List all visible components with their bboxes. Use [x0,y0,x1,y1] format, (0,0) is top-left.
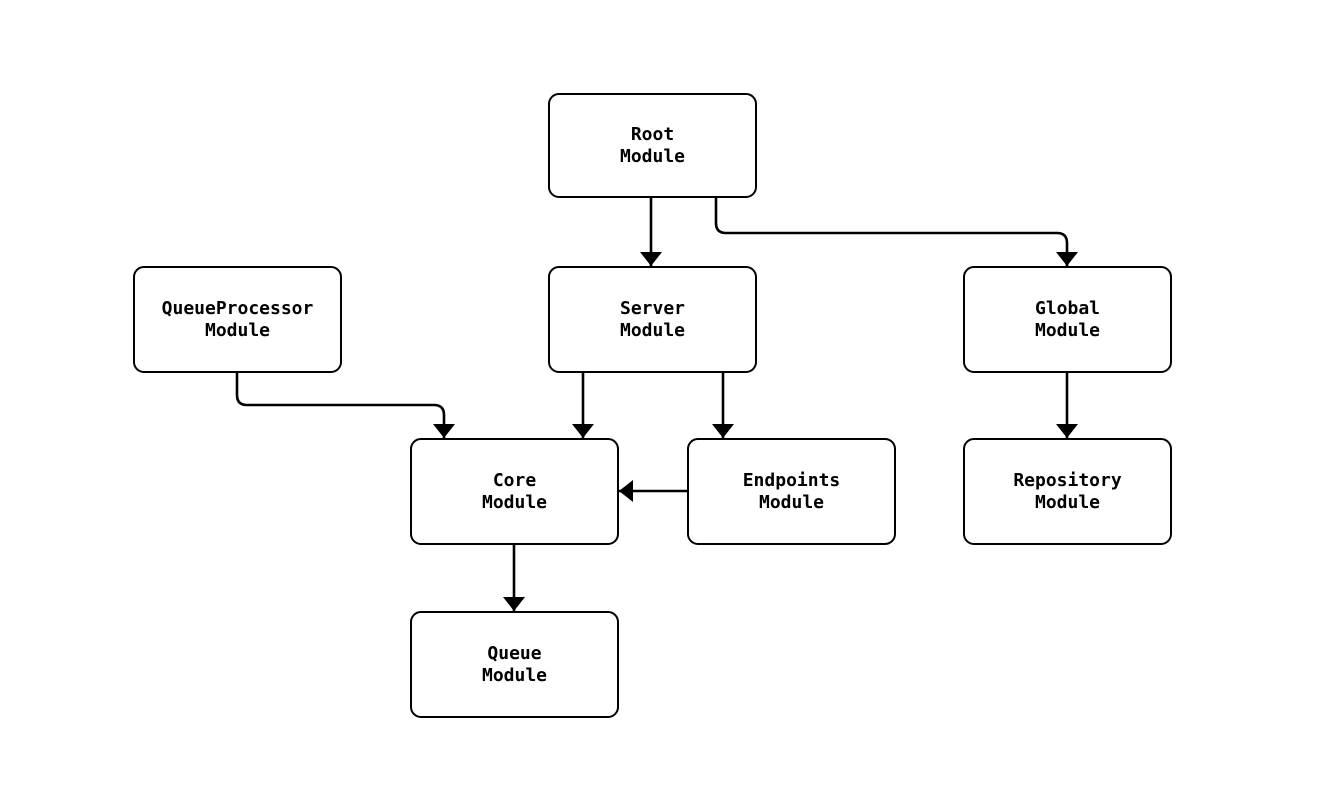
node-repository-module: Repository Module [963,438,1172,545]
node-core-module: Core Module [410,438,619,545]
node-queue-module: Queue Module [410,611,619,718]
node-label-line1: Root [630,123,675,145]
node-label-line2: Module [204,319,271,341]
node-label-line2: Module [1034,491,1101,513]
node-global-module: Global Module [963,266,1172,373]
node-label-line1: QueueProcessor [161,297,314,319]
node-endpoints-module: Endpoints Module [687,438,896,545]
node-queueprocessor-module: QueueProcessor Module [133,266,342,373]
node-server-module: Server Module [548,266,757,373]
node-label-line2: Module [619,145,686,167]
node-label-line1: Endpoints [742,469,841,491]
node-label-line1: Server [619,297,686,319]
node-label-line2: Module [619,319,686,341]
node-root-module: Root Module [548,93,757,198]
node-label-line2: Module [481,491,548,513]
edge-queueprocessor-to-core [235,373,455,438]
node-label-line2: Module [481,664,548,686]
node-label-line1: Queue [487,642,542,664]
node-label-line2: Module [1034,319,1101,341]
node-label-line1: Repository [1013,469,1122,491]
node-label-line1: Global [1034,297,1101,319]
node-label-line1: Core [492,469,537,491]
node-label-line2: Module [758,491,825,513]
edge-root-to-global [714,198,1078,266]
